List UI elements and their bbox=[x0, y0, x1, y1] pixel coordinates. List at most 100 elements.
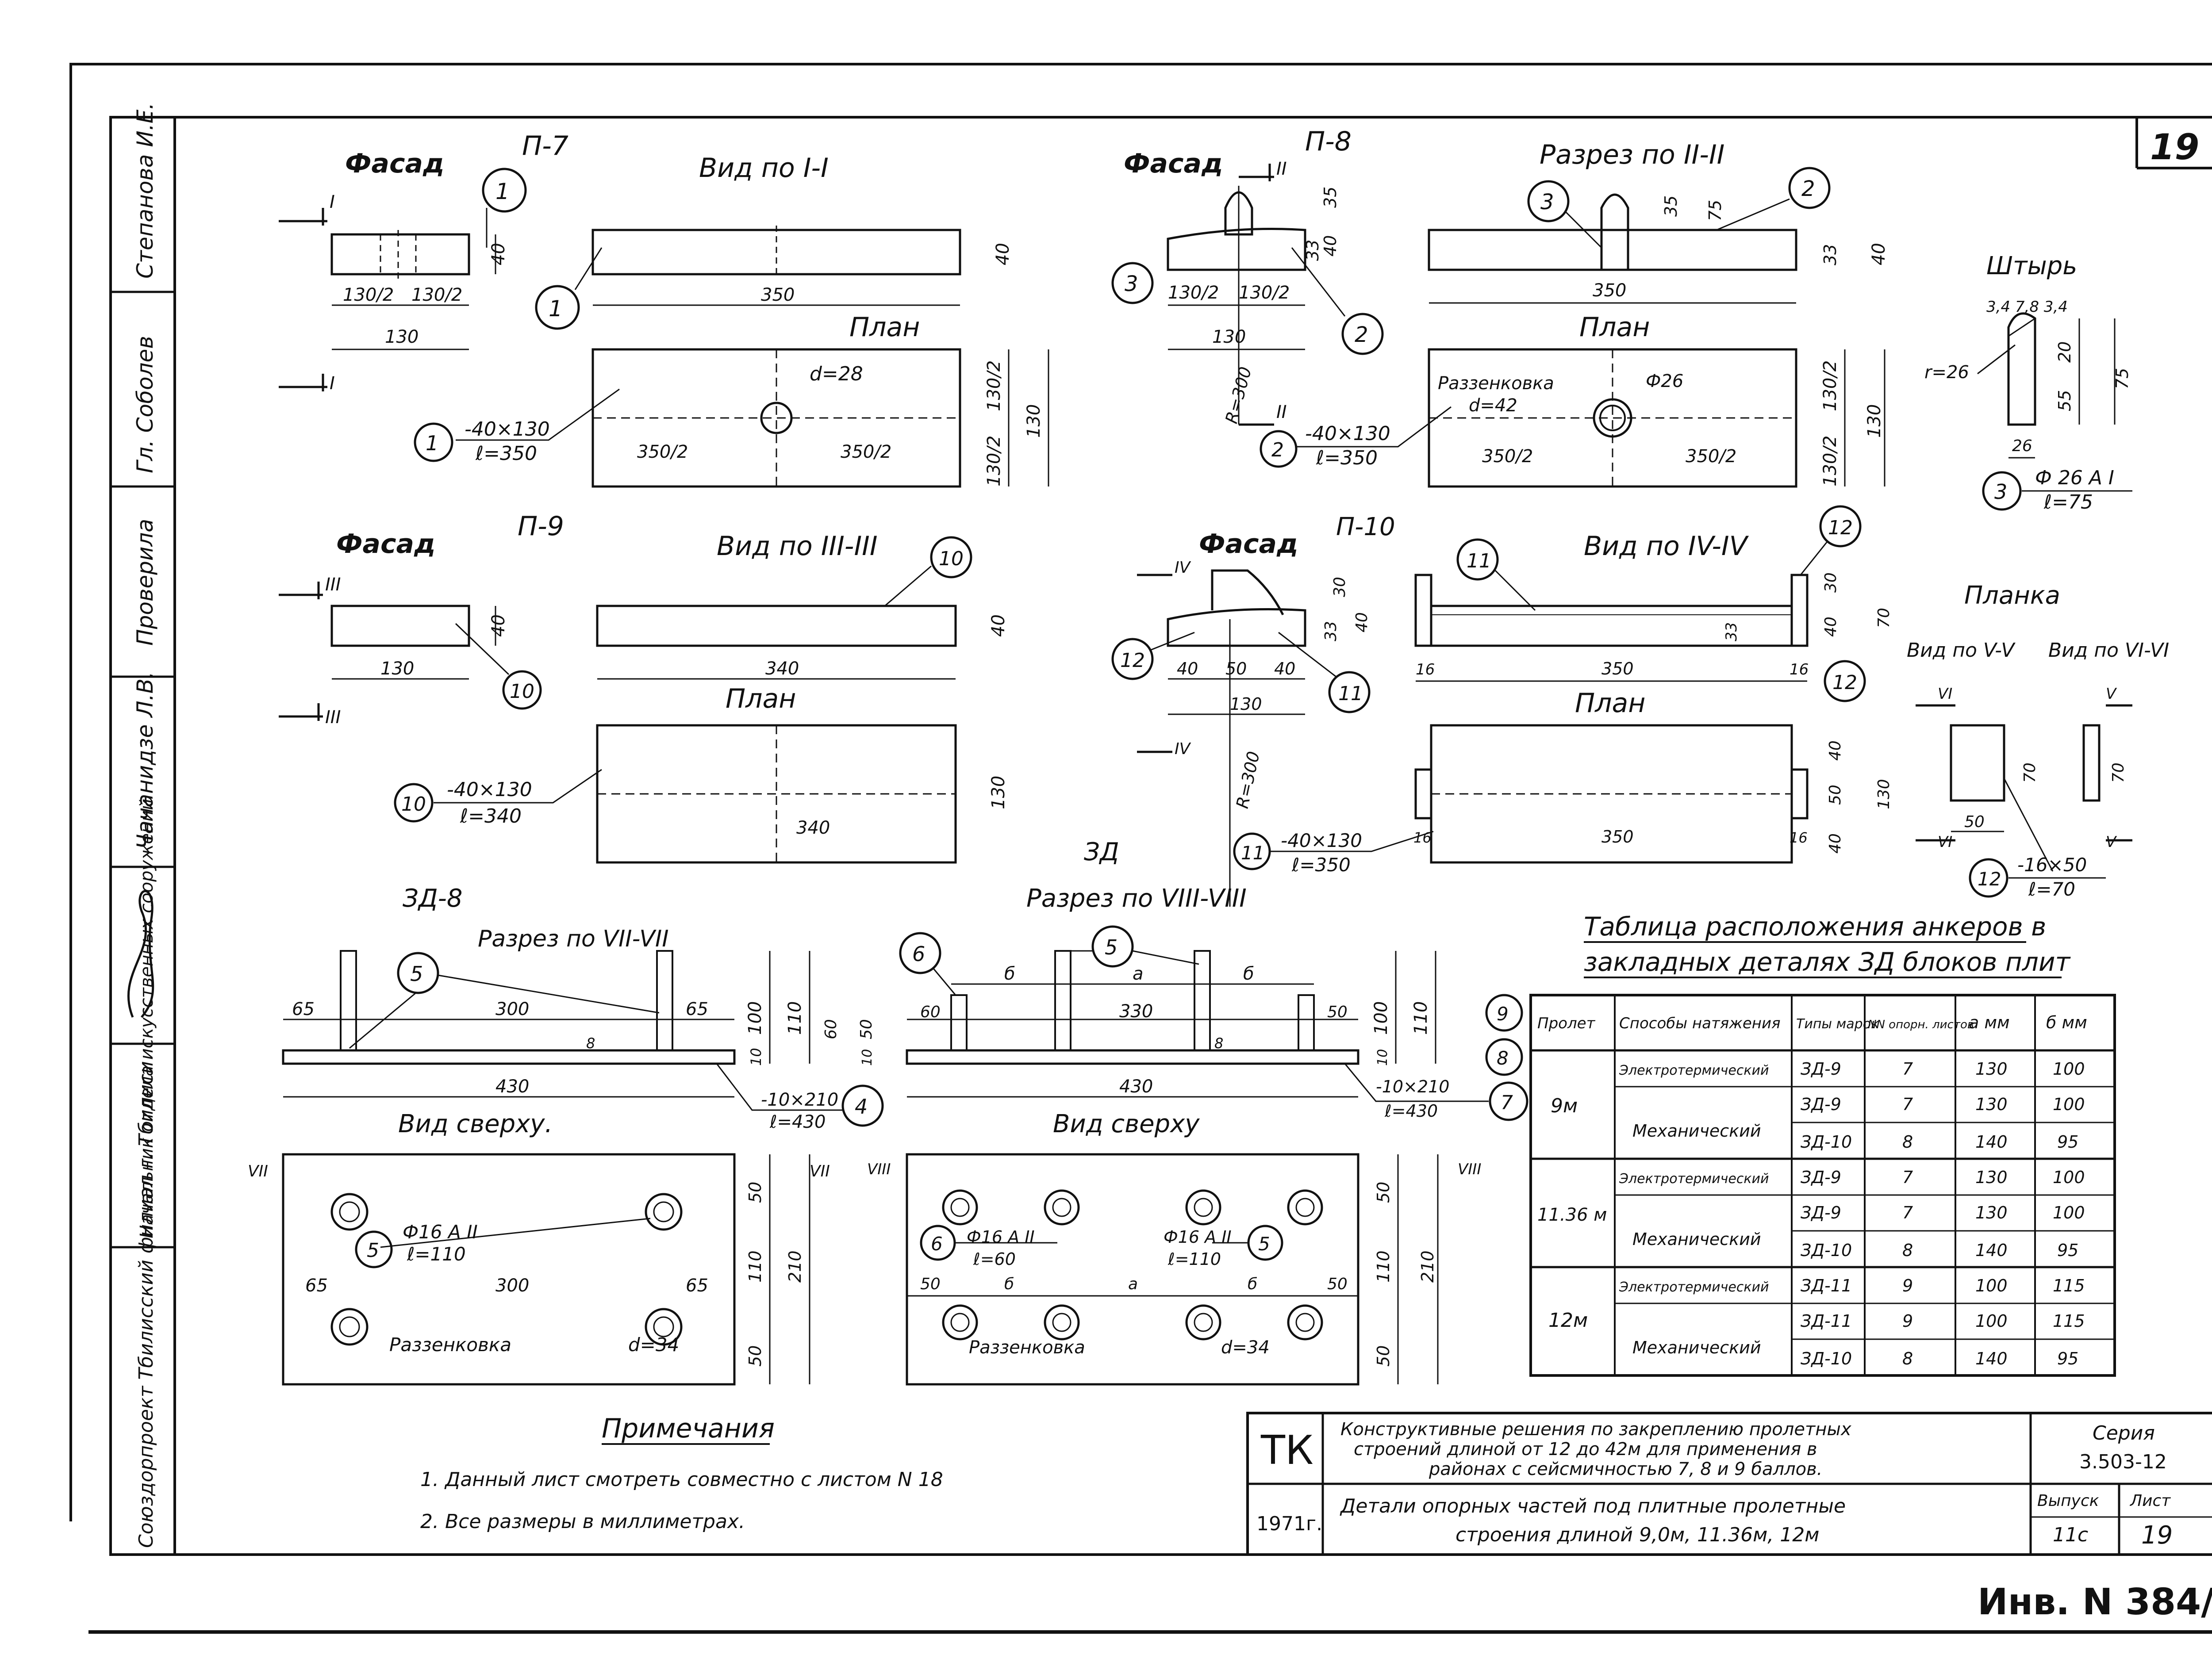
zd8-dim-span: 300 bbox=[495, 999, 529, 1019]
table-r1-method: Электротермический bbox=[1619, 1063, 1769, 1078]
sheet-number: 19 bbox=[2150, 126, 2199, 168]
p7-dim-plan-half-top: 130/2 bbox=[984, 360, 1004, 411]
p9-spec-bot: ℓ=340 bbox=[460, 805, 522, 827]
zd-callout-7: 7 bbox=[1501, 1092, 1513, 1114]
zd-plan-edge-left: 50 bbox=[920, 1275, 941, 1293]
p10-dim-width: 130 bbox=[1230, 694, 1262, 714]
p8-facade-title: Фасад bbox=[1124, 148, 1223, 179]
strap-callout: 12 bbox=[1978, 868, 2001, 890]
zd-plan-b2: б bbox=[1248, 1275, 1257, 1293]
p7-callout-facade: 1 bbox=[495, 179, 510, 204]
zd8-bar-spec-top: Ф16 A II bbox=[403, 1221, 478, 1243]
detail-p10: Фасад П-10 Вид по IV-IV План IV IV 30 40… bbox=[1111, 505, 1893, 907]
zd-dim-h50: 50 bbox=[857, 1019, 876, 1039]
p7-section-mark-bot: I bbox=[330, 373, 335, 394]
p7-dim-plan-half-left: 350/2 bbox=[637, 442, 688, 462]
p10-view-title: Вид по IV-IV bbox=[1584, 531, 1749, 562]
pin-spec-bot: ℓ=75 bbox=[2043, 491, 2093, 513]
p10-callout-11-plan: 11 bbox=[1241, 842, 1264, 864]
table-r4-b: 100 bbox=[2053, 1168, 2085, 1187]
pin-radius: r=26 bbox=[1924, 362, 1969, 383]
table-r1-a: 130 bbox=[1975, 1059, 2008, 1079]
zd-plan-dim-210: 210 bbox=[1418, 1250, 1437, 1283]
table-r3-a: 140 bbox=[1975, 1132, 2008, 1152]
stamp-checker-name: Чачанидзе Л.В. bbox=[132, 671, 158, 849]
sheet-number-title: 19 bbox=[2141, 1521, 2173, 1550]
note-1: 1. Данный лист смотреть совместно с лист… bbox=[420, 1468, 943, 1491]
p7-callout-plan: 1 bbox=[426, 431, 438, 455]
table-r6-b: 95 bbox=[2057, 1241, 2078, 1260]
p10-dim-a: 40 bbox=[1177, 659, 1198, 678]
p10-plan-edge-right: 16 bbox=[1790, 829, 1808, 846]
p8-dim-half-left: 130/2 bbox=[1168, 283, 1219, 303]
p10-spec-top: -40×130 bbox=[1281, 830, 1362, 851]
table-r5-a: 130 bbox=[1975, 1203, 2008, 1222]
inventory-number: Инв. N 384/38 bbox=[1978, 1581, 2212, 1623]
p10-view-dim-length: 350 bbox=[1601, 659, 1634, 678]
p8-dim-plan-half-left: 350/2 bbox=[1482, 446, 1533, 467]
strap-spec-top: -16×50 bbox=[2017, 854, 2087, 876]
pin-spec-top: Ф 26 A I bbox=[2035, 467, 2114, 489]
p10-plan-dim-length: 350 bbox=[1601, 827, 1634, 847]
table-r5-type: ЗД-9 bbox=[1801, 1203, 1841, 1222]
p7-plan-title: План bbox=[849, 312, 920, 343]
strap-view-5-title: Вид по V-V bbox=[1907, 639, 2016, 662]
p8-countersink: Раззенковка bbox=[1438, 373, 1554, 394]
zd-plan-a: а bbox=[1128, 1275, 1138, 1293]
p9-spec-top: -40×130 bbox=[447, 778, 532, 801]
p7-dim-plan-half-bot: 130/2 bbox=[984, 436, 1004, 486]
notes-title: Примечания bbox=[602, 1413, 775, 1444]
table-r7-method: Электротермический bbox=[1619, 1279, 1769, 1295]
p8-section-dim-75: 75 bbox=[1705, 200, 1725, 221]
p10-view-dim-33: 33 bbox=[1723, 622, 1740, 641]
p7-dim-view-height: 40 bbox=[993, 243, 1013, 265]
notes: Примечания 1. Данный лист смотреть совме… bbox=[420, 1413, 943, 1533]
table-r9-b: 95 bbox=[2057, 1349, 2078, 1368]
zd8-dim-weld: 8 bbox=[586, 1035, 595, 1052]
table-span-12m: 12м bbox=[1548, 1309, 1588, 1332]
zd8-plate-spec-top: -10×210 bbox=[761, 1090, 838, 1110]
title-desc-4: Детали опорных частей под плитные пролет… bbox=[1340, 1495, 1846, 1517]
zd8-hole: d=34 bbox=[628, 1334, 679, 1356]
zd8-plan-dim-50b: 50 bbox=[745, 1345, 765, 1367]
title-desc-3: районах с сейсмичностью 7, 8 и 9 баллов. bbox=[1429, 1459, 1822, 1479]
p10-dim-radius: R=300 bbox=[1233, 750, 1263, 810]
zd-dim-edge-left: 60 bbox=[920, 1003, 941, 1021]
table-r7-sheet: 9 bbox=[1902, 1276, 1913, 1295]
p7-mark: П-7 bbox=[522, 130, 568, 161]
table-r6-sheet: 8 bbox=[1902, 1241, 1913, 1260]
stamp-checked: Проверила bbox=[132, 519, 158, 646]
p8-dim-35: 35 bbox=[1321, 187, 1340, 208]
p7-dim-length: 350 bbox=[761, 285, 795, 305]
table-r4-sheet: 7 bbox=[1902, 1168, 1913, 1187]
p8-section-mark-bot: II bbox=[1276, 402, 1287, 422]
p7-section-mark-top: I bbox=[330, 192, 335, 212]
zd8-plate-spec-bot: ℓ=430 bbox=[769, 1112, 826, 1132]
pin-dim-20: 20 bbox=[2055, 341, 2074, 363]
table-r3-type: ЗД-10 bbox=[1801, 1132, 1852, 1152]
zd-dim-h60: 60 bbox=[822, 1019, 840, 1039]
title-desc-2: строений длиной от 12 до 42м для примене… bbox=[1354, 1439, 1817, 1459]
zd8-mark-right: VII bbox=[810, 1162, 830, 1180]
p7-dim-half-left: 130/2 bbox=[343, 285, 394, 305]
p9-dim-height: 40 bbox=[488, 614, 509, 637]
pin-callout: 3 bbox=[1994, 480, 2007, 504]
side-stamp: Степанова И.Е. Гл. Соболев Проверила Чач… bbox=[109, 103, 176, 1556]
p10-facade-title: Фасад bbox=[1199, 529, 1298, 559]
zd-dim-h10: 10 bbox=[860, 1049, 875, 1066]
p9-mark: П-9 bbox=[518, 511, 564, 542]
zd8-plan-dim-210: 210 bbox=[785, 1250, 805, 1283]
table-r2-sheet: 7 bbox=[1902, 1095, 1913, 1114]
zd-bar5-spec-top: Ф16 A II bbox=[1164, 1227, 1232, 1247]
p7-dim-width: 130 bbox=[385, 327, 419, 347]
stamp-organization: Союздорпроект Тбилисский филиал г. Тбили… bbox=[135, 1061, 157, 1548]
zd8-callout-5-plan: 5 bbox=[367, 1239, 379, 1262]
zd8-dim-h100: 100 bbox=[745, 1001, 765, 1035]
year: 1971г. bbox=[1256, 1513, 1322, 1535]
p9-plan-title: План bbox=[726, 683, 796, 714]
table-header-method: Способы натяжения bbox=[1619, 1015, 1781, 1032]
zd-dim-b1: б bbox=[1004, 964, 1015, 984]
p10-dim-30: 30 bbox=[1331, 577, 1349, 597]
zd-mark-left: VIII bbox=[867, 1161, 891, 1178]
zd-title: ЗД bbox=[1084, 838, 1119, 866]
